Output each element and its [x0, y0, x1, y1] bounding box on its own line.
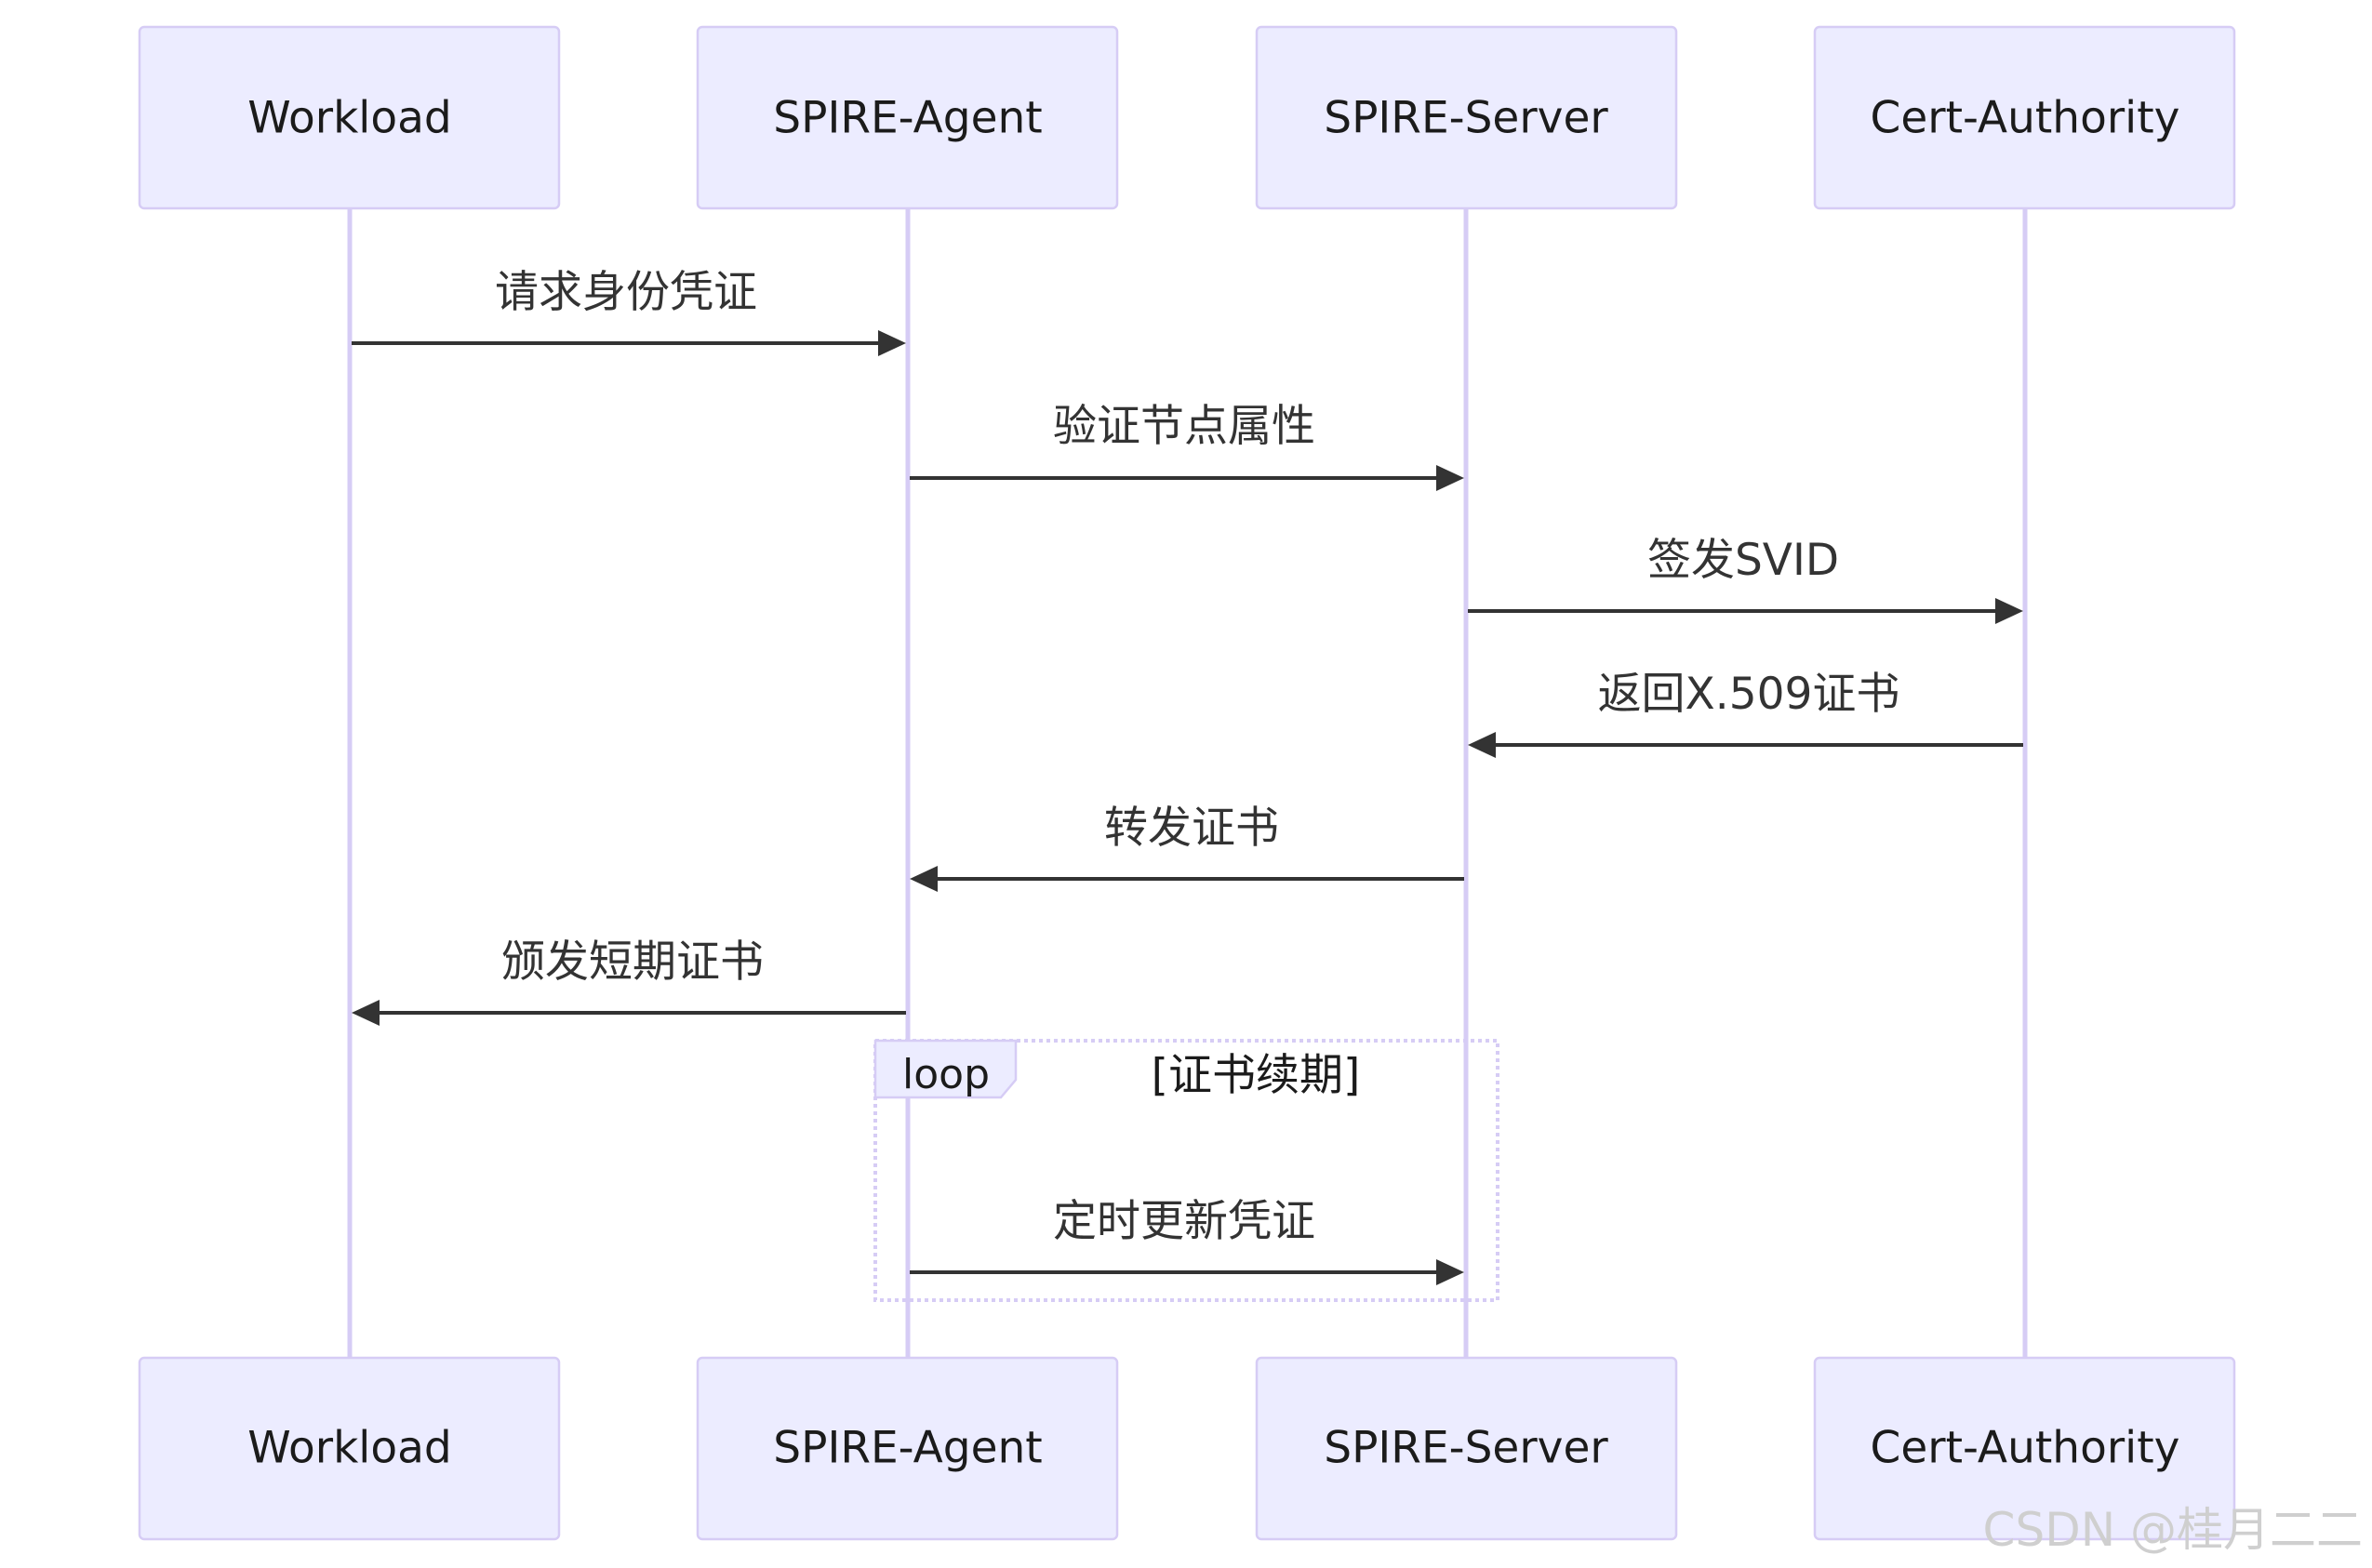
loop-label: loop [902, 1051, 990, 1098]
actor-top-spire-server: SPIRE-Server [1255, 25, 1678, 210]
watermark: CSDN @桂月二二 [1983, 1503, 2363, 1557]
message-6: 颁发短期证书 [352, 937, 906, 1026]
loop-condition: [证书续期] [1152, 1050, 1361, 1101]
message-3-label: 签发SVID [1647, 535, 1839, 586]
message-2-arrowhead [1436, 465, 1464, 491]
actor-bottom-cert-authority-label: Cert-Authority [1871, 1423, 2180, 1474]
actor-bottom-spire-server-label: SPIRE-Server [1324, 1423, 1608, 1474]
actor-top-spire-server-label: SPIRE-Server [1324, 93, 1608, 144]
loop-tab [873, 1039, 1018, 1099]
actor-top-cert-authority-label: Cert-Authority [1871, 93, 2180, 144]
loop-message-1-label: 定时更新凭证 [1053, 1196, 1315, 1247]
message-3: 签发SVID [1468, 535, 2023, 624]
loop-frame: loop [证书续期] [873, 1039, 1499, 1302]
message-4: 返回X.509证书 [1468, 669, 2023, 758]
message-1-arrowhead [878, 330, 906, 356]
actor-top-workload-label: Workload [247, 93, 451, 144]
actor-bottom-spire-agent: SPIRE-Agent [696, 1356, 1119, 1541]
actor-top-spire-agent-label: SPIRE-Agent [773, 93, 1042, 144]
loop-frame-border [873, 1039, 1499, 1302]
actor-bottom-workload: Workload [138, 1356, 561, 1541]
message-1: 请求身份凭证 [352, 267, 906, 356]
message-5-label: 转发证书 [1104, 803, 1279, 854]
message-4-label: 返回X.509证书 [1598, 669, 1900, 720]
actor-bottom-workload-label: Workload [247, 1423, 451, 1474]
message-6-arrowhead [352, 1000, 380, 1026]
message-2-label: 验证节点属性 [1053, 401, 1315, 452]
actor-top-workload: Workload [138, 25, 561, 210]
message-5: 转发证书 [910, 803, 1464, 892]
actor-top-spire-agent: SPIRE-Agent [696, 25, 1119, 210]
message-4-arrowhead [1468, 732, 1496, 758]
message-5-arrowhead [910, 866, 938, 892]
message-3-arrowhead [1995, 598, 2023, 624]
message-6-label: 颁发短期证书 [501, 937, 764, 988]
actor-top-cert-authority: Cert-Authority [1813, 25, 2236, 210]
message-1-label: 请求身份凭证 [495, 267, 757, 318]
loop-message-1: 定时更新凭证 [910, 1196, 1464, 1285]
loop-message-1-arrowhead [1436, 1259, 1464, 1285]
actor-bottom-spire-agent-label: SPIRE-Agent [773, 1423, 1042, 1474]
actor-bottom-spire-server: SPIRE-Server [1255, 1356, 1678, 1541]
message-2: 验证节点属性 [910, 401, 1464, 491]
actor-bottom-cert-authority: Cert-Authority [1813, 1356, 2236, 1541]
